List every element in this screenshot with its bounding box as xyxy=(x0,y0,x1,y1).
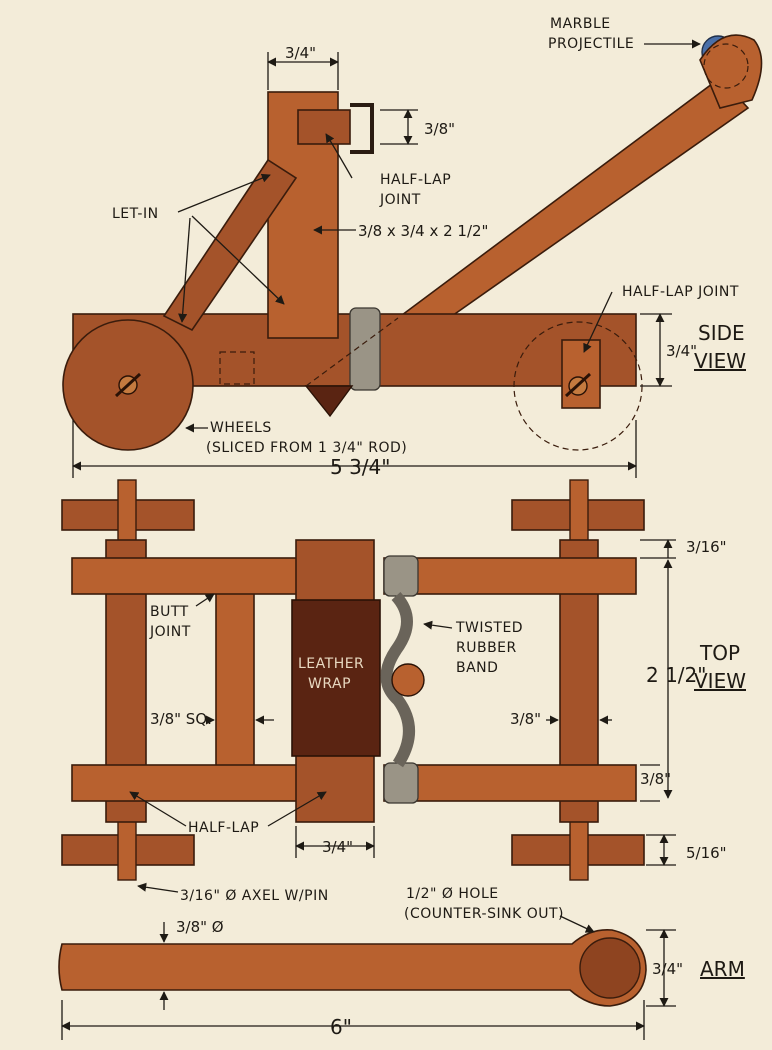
label-wrap: WRAP xyxy=(308,676,351,692)
dim-rail-lower: 3/8" xyxy=(640,770,671,788)
half-lap-joint-block xyxy=(297,109,351,145)
dim-arm-end: 3/4" xyxy=(652,960,683,978)
dim-crosspiece-left: 3/8" SQ. xyxy=(150,710,212,728)
label-top-view: VIEW xyxy=(694,669,746,693)
top-view: LEATHER WRAP BUTT JOINT 3/8" SQ. TWISTED… xyxy=(61,479,746,904)
label-wheels: WHEELS xyxy=(210,420,272,436)
label-countersink: (COUNTER-SINK OUT) xyxy=(404,906,564,922)
lower-rail-left xyxy=(71,764,337,802)
label-axel: 3/16" Ø AXEL W/PIN xyxy=(180,888,329,904)
upper-rail-left xyxy=(71,557,337,595)
dim-upright-width: 3/4" xyxy=(285,44,316,62)
label-marble: MARBLE xyxy=(550,16,611,32)
leather-wrap xyxy=(291,599,381,757)
dim-crosspiece-right: 3/8" xyxy=(510,710,541,728)
label-side-view: VIEW xyxy=(694,349,746,373)
dim-overall-length: 5 3/4" xyxy=(330,455,390,479)
label-half-lap-joint-1: HALF-LAP xyxy=(380,172,451,188)
butt-crosspiece xyxy=(215,589,255,771)
label-half-lap-joint-side: HALF-LAP JOINT xyxy=(622,284,739,300)
dim-wheel-thickness: 5/16" xyxy=(686,844,727,862)
twisted-rubber-band xyxy=(380,591,415,768)
label-wheels-note: (SLICED FROM 1 3/4" ROD) xyxy=(206,440,407,456)
label-band: BAND xyxy=(456,660,498,676)
label-arm-dia: 3/8" Ø xyxy=(176,918,224,936)
dim-arm-length: 6" xyxy=(330,1015,352,1039)
upper-rail-right xyxy=(383,557,637,595)
axle-block xyxy=(561,339,601,409)
throwing-arm-side xyxy=(396,34,763,331)
arm-piece xyxy=(58,928,647,1007)
label-twisted: TWISTED xyxy=(455,620,523,636)
label-half-lap: HALF-LAP xyxy=(188,820,259,836)
arm-detail: 1/2" Ø HOLE (COUNTER-SINK OUT) 3/8" Ø 3/… xyxy=(58,886,745,1040)
label-arm: ARM xyxy=(700,957,745,981)
side-view: 3/4" 3/8" 3/4" 5 3/4" MARBLE PROJECTILE … xyxy=(62,16,763,479)
label-hole: 1/2" Ø HOLE xyxy=(406,886,499,902)
label-rubber: RUBBER xyxy=(456,640,517,656)
label-joint: JOINT xyxy=(149,624,191,640)
dim-block-width: 3/4" xyxy=(322,838,353,856)
dim-joint-height: 3/8" xyxy=(424,120,455,138)
rubber-band-side xyxy=(349,307,381,391)
label-top: TOP xyxy=(699,641,740,665)
label-butt: BUTT xyxy=(150,604,189,620)
dim-frame-width: 2 1/2" xyxy=(646,663,706,687)
label-projectile: PROJECTILE xyxy=(548,36,634,52)
label-leather: LEATHER xyxy=(298,656,364,672)
dim-rail-width: 3/16" xyxy=(686,538,727,556)
label-half-lap-joint-2: JOINT xyxy=(379,192,421,208)
lower-rail-right xyxy=(383,764,637,802)
label-upright-size: 3/8 x 3/4 x 2 1/2" xyxy=(358,222,488,240)
dim-base-height: 3/4" xyxy=(666,342,697,360)
label-let-in: LET-IN xyxy=(112,206,159,222)
label-side: SIDE xyxy=(698,321,745,345)
arm-cup-hole xyxy=(579,937,641,999)
diagonal-brace xyxy=(162,158,298,332)
